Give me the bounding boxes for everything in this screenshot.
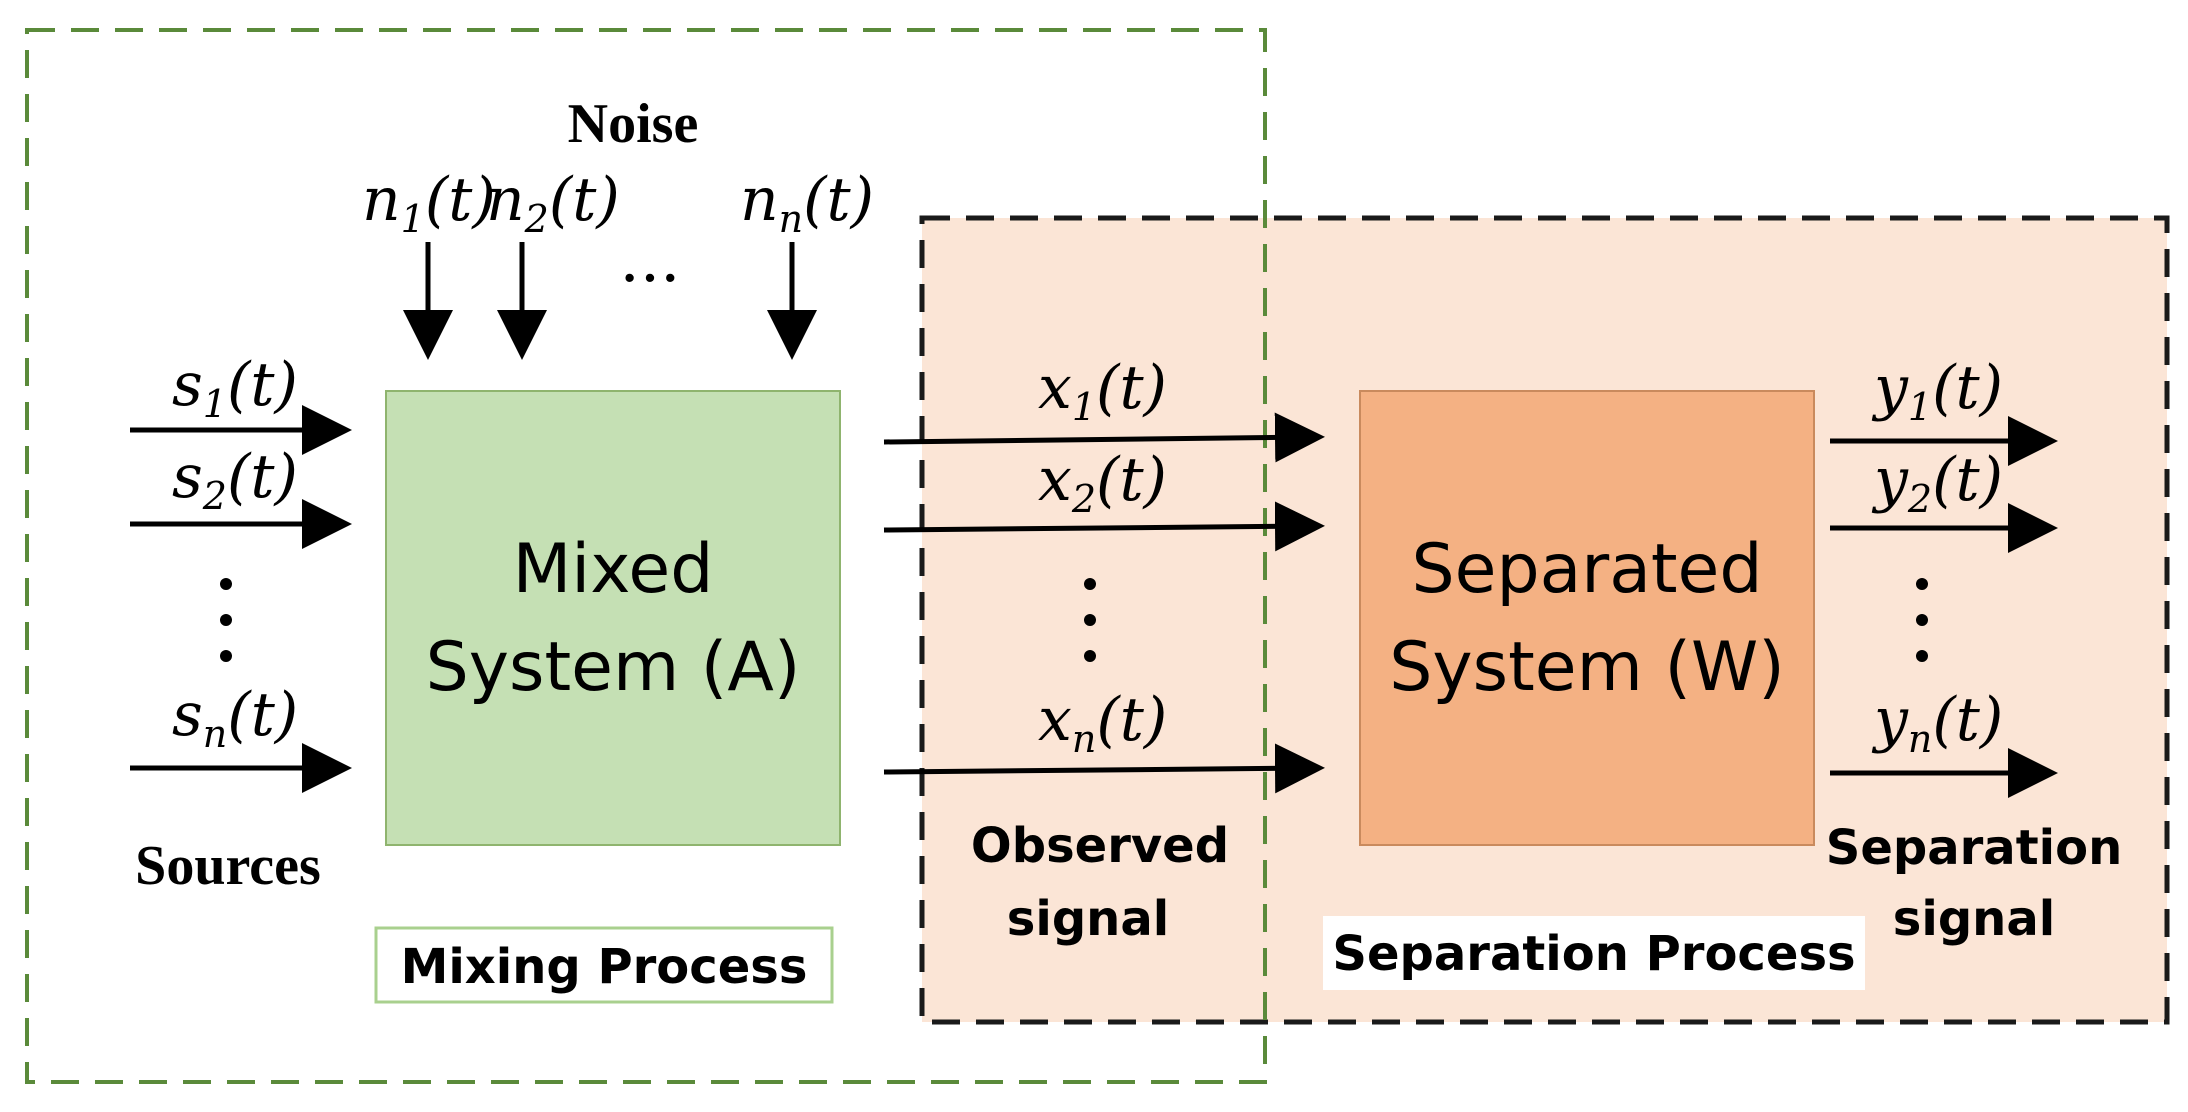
output-signal-1: y1(t) [1871, 353, 2003, 429]
observed-signal-1: x1(t) [1038, 353, 1167, 429]
source-vdot-1 [220, 578, 232, 590]
source-signal-n: sn(t) [172, 680, 298, 756]
observed-vdot-1 [1084, 578, 1096, 590]
observed-label-line2: signal [1007, 891, 1169, 947]
source-vdot-2 [220, 614, 232, 626]
observed-signal-2: x2(t) [1038, 445, 1167, 521]
observed-arrow-2 [883, 501, 1325, 552]
output-label-line1: Separation [1826, 820, 2122, 876]
noise-input-1: n1(t) [362, 165, 496, 241]
output-signal-n: yn(t) [1871, 685, 2003, 761]
mixing-process-frame [25, 28, 1267, 1084]
separated-system-line1: Separated [1411, 530, 1762, 609]
output-signal-2: y2(t) [1871, 445, 2003, 521]
output-vdot-2 [1916, 614, 1928, 626]
mixing-process-label-box [374, 926, 834, 1004]
source-signal-1: s1(t) [172, 350, 298, 426]
separation-process-label: Separation Process [1332, 926, 1855, 982]
mixed-system-box [385, 390, 841, 846]
source-vdot-3 [220, 650, 232, 662]
separation-process-label-box [1323, 916, 1865, 990]
noise-title: Noise [568, 93, 699, 155]
separated-system-box [1359, 390, 1815, 846]
sources-title: Sources [135, 835, 321, 897]
observed-label-line1: Observed [971, 818, 1229, 874]
noise-input-n: nn(t) [740, 165, 874, 241]
noise-input-2: n2(t) [486, 165, 620, 241]
source-signal-2: s2(t) [172, 442, 298, 518]
observed-arrow-1 [883, 412, 1325, 463]
mixing-process-label: Mixing Process [401, 939, 808, 995]
observed-signal-n: xn(t) [1038, 685, 1167, 761]
observed-arrow-n [883, 743, 1325, 794]
mixed-system-line1: Mixed [513, 530, 714, 609]
output-label-line2: signal [1893, 891, 2055, 947]
noise-ellipsis: ··· [619, 242, 680, 316]
separated-system-line2: System (W) [1389, 628, 1784, 707]
output-vdot-3 [1916, 650, 1928, 662]
output-vdot-1 [1916, 578, 1928, 590]
mixed-system-line2: System (A) [426, 628, 801, 707]
observed-vdot-3 [1084, 650, 1096, 662]
observed-vdot-2 [1084, 614, 1096, 626]
